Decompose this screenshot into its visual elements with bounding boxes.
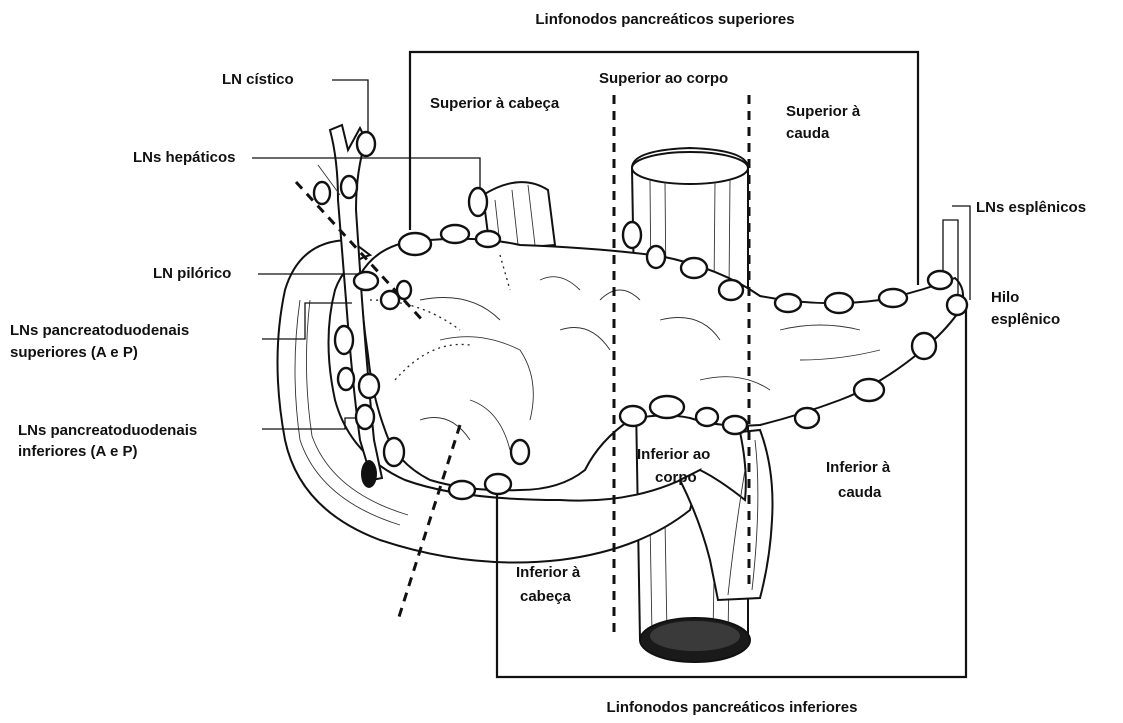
lymph-node-icon (314, 182, 330, 204)
lymph-node-icon (354, 272, 378, 290)
lymph-node-icon (335, 326, 353, 354)
label-splenic-nodes: LNs esplênicos (976, 199, 1086, 216)
label-psd-l1: LNs pancreatoduodenais (10, 322, 189, 339)
label-psd-l2: superiores (A e P) (10, 344, 138, 361)
lymph-node-icon (719, 280, 743, 300)
label-splenic-hilum-l1: Hilo (991, 289, 1019, 306)
region-inferior-body-l2: corpo (655, 469, 697, 486)
superior-header: Linfonodos pancreáticos superiores (535, 11, 794, 28)
lymph-node-icon (879, 289, 907, 307)
label-hepatic-nodes: LNs hepáticos (133, 149, 236, 166)
region-inferior-tail-l1: Inferior à (826, 459, 891, 476)
label-pyloric-node: LN pilórico (153, 265, 231, 282)
label-splenic-hilum-l2: esplênico (991, 311, 1060, 328)
lymph-node-icon (341, 176, 357, 198)
lymph-node-icon (723, 416, 747, 434)
lymph-node-icon (511, 440, 529, 464)
lymph-node-icon (681, 258, 707, 278)
lymph-node-icon (825, 293, 853, 313)
region-superior-head: Superior à cabeça (430, 95, 560, 112)
lymph-node-icon (912, 333, 936, 359)
region-inferior-tail-l2: cauda (838, 484, 882, 501)
lymph-node-icon (381, 291, 399, 309)
lymph-node-icon (384, 438, 404, 466)
lymph-node-icon (696, 408, 718, 426)
lymph-node-icon (928, 271, 952, 289)
lymph-node-icon (397, 281, 411, 299)
lymph-node-icon (441, 225, 469, 243)
region-superior-tail-l1: Superior à (786, 103, 861, 120)
region-superior-tail-l2: cauda (786, 125, 830, 142)
lymph-node-icon (476, 231, 500, 247)
lymph-node-icon (623, 222, 641, 248)
lymph-node-icon (469, 188, 487, 216)
lymph-node-icon (854, 379, 884, 401)
lymph-node-icon (357, 132, 375, 156)
lymph-node-icon (356, 405, 374, 429)
label-pid-l1: LNs pancreatoduodenais (18, 422, 197, 439)
region-inferior-body-l1: Inferior ao (637, 446, 710, 463)
lymph-node-icon (399, 233, 431, 255)
region-superior-body: Superior ao corpo (599, 70, 728, 87)
lymph-node-icon (795, 408, 819, 428)
label-cystic-node: LN cístico (222, 71, 294, 88)
region-inferior-head-l1: Inferior à (516, 564, 581, 581)
lymph-node-icon (620, 406, 646, 426)
region-inferior-head-l2: cabeça (520, 588, 572, 605)
inferior-header: Linfonodos pancreáticos inferiores (607, 699, 858, 716)
lymph-node-icon (338, 368, 354, 390)
lymph-node-icon (647, 246, 665, 268)
lymph-node-icon (947, 295, 967, 315)
lymph-node-icon (449, 481, 475, 499)
lymph-node-icon (650, 396, 684, 418)
lymph-node-icon (775, 294, 801, 312)
lymph-node-icon (485, 474, 511, 494)
lymph-node-icon (359, 374, 379, 398)
label-pid-l2: inferiores (A e P) (18, 443, 137, 460)
